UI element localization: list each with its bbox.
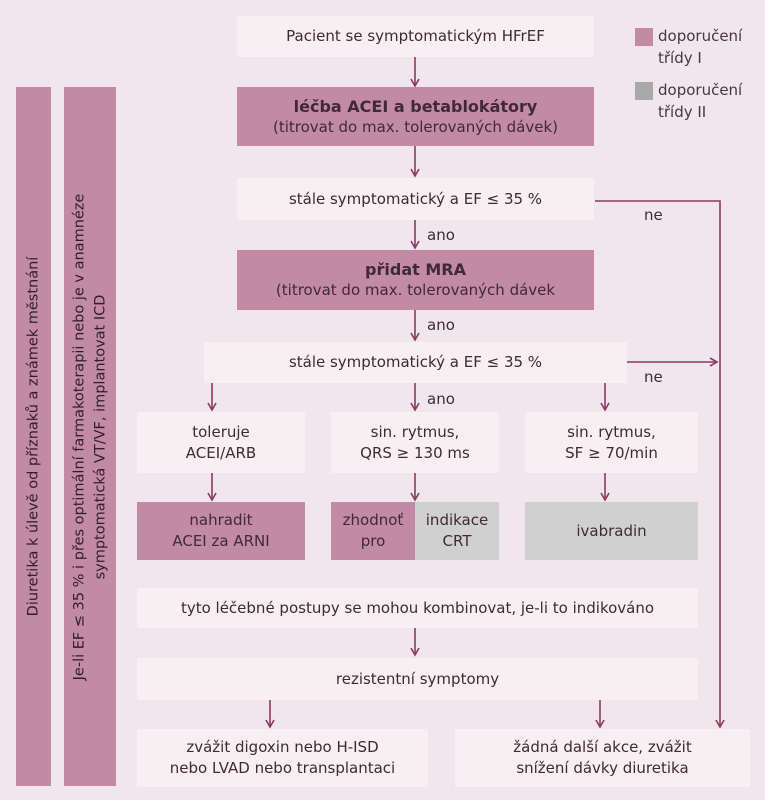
digoxin-box: zvážit digoxin nebo H-ISD nebo LVAD nebo… [137,729,428,787]
label-ano-2: ano [427,316,455,334]
sinus-sf-line2: SF ≥ 70/min [565,443,658,462]
ivabradin-text: ivabradin [576,521,647,540]
mra-subtitle: (titrovat do max. tolerovaných dávek [275,281,556,299]
mra-title: přidat MRA [365,260,466,279]
no-action-line1: žádná další akce, zvážit [513,738,692,756]
arni-line2: ACEI za ARNI [172,532,270,550]
label-ne-1: ne [644,206,663,224]
icd-text: Je-li EF ≤ 35 % i přes optimální farmako… [69,193,111,680]
crt-right-line1: indikace [425,511,489,529]
diuretics-bar: Diuretika k úlevě od příznaků a známek m… [16,87,51,786]
acei-subtitle: (titrovat do max. tolerovaných dávek) [273,117,558,136]
sinus-qrs-line1: sin. rytmus, [370,422,460,441]
ivabradin-box: ivabradin [525,502,698,560]
diuretics-text: Diuretika k úlevě od příznaků a známek m… [25,256,41,617]
crt-left-box: zhodnoť pro [331,502,415,560]
legend-class1-label: doporučení třídy I [658,27,743,67]
digoxin-line2: nebo LVAD nebo transplantaci [169,759,396,777]
sinus-sf-line1: sin. rytmus, [567,422,656,441]
icd-bar: Je-li EF ≤ 35 % i přes optimální farmako… [64,87,116,786]
check1-box: stále symptomatický a EF ≤ 35 % [237,178,594,220]
acei-title: léčba ACEI a betablokátory [293,96,538,116]
arni-line1: nahradit [189,511,253,529]
legend-class2-label: doporučení třídy II [658,81,743,121]
sinus-sf-box: sin. rytmus, SF ≥ 70/min [525,412,698,473]
arrow-check1-no [595,200,725,729]
patient-box: Pacient se symptomatickým HFrEF [237,16,594,57]
check2-text: stále symptomatický a EF ≤ 35 % [288,353,543,371]
no-action-line2: snížení dávky diuretika [516,759,689,777]
no-action-box: žádná další akce, zvážit snížení dávky d… [455,729,750,787]
label-ne-2: ne [644,368,663,386]
arni-box: nahradit ACEI za ARNI [137,502,305,560]
check2-box: stále symptomatický a EF ≤ 35 % [204,342,627,383]
mra-box: přidat MRA (titrovat do max. tolerovanýc… [237,250,594,310]
legend-class2-swatch [635,82,653,100]
crt-left-line2: pro [360,532,386,550]
crt-right-line2: CRT [442,532,472,550]
acei-box: léčba ACEI a betablokátory (titrovat do … [237,87,594,146]
crt-left-line1: zhodnoť [342,511,404,529]
patient-text: Pacient se symptomatickým HFrEF [286,27,545,45]
tolerance-line1: toleruje [192,422,250,441]
combine-box: tyto léčebné postupy se mohou kombinovat… [137,588,698,628]
tolerance-box: toleruje ACEI/ARB [137,412,305,473]
icd-text-line1: Je-li EF ≤ 35 % i přes optimální farmako… [71,193,88,680]
crt-right-box: indikace CRT [415,502,499,560]
resistant-box: rezistentní symptomy [137,658,698,700]
resistant-text: rezistentní symptomy [335,669,500,688]
label-ano-3: ano [427,390,455,408]
combine-text: tyto léčebné postupy se mohou kombinovat… [180,598,655,617]
tolerance-line2: ACEI/ARB [185,443,257,462]
sinus-qrs-line2: QRS ≥ 130 ms [360,443,470,462]
label-ano-1: ano [427,226,455,244]
sinus-qrs-box: sin. rytmus, QRS ≥ 130 ms [331,412,499,473]
legend-class1-swatch [635,28,653,46]
digoxin-line1: zvážit digoxin nebo H-ISD [186,738,379,756]
icd-text-line2: symptomatická VT/VF, implantovat ICD [92,294,109,579]
check1-text: stále symptomatický a EF ≤ 35 % [288,189,543,208]
